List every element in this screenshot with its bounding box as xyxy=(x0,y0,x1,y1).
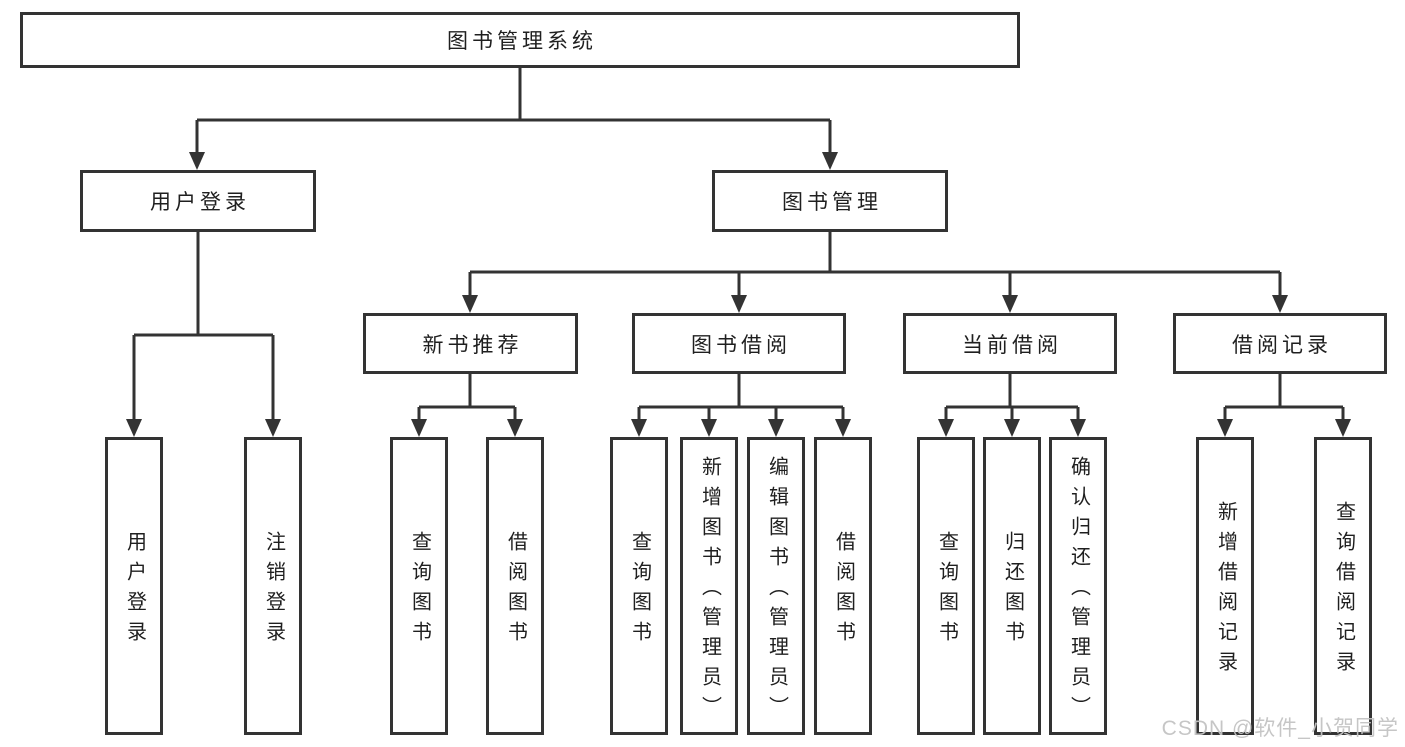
node-user-login: 用户登录 xyxy=(80,170,316,232)
node-book-borrow: 图书借阅 xyxy=(632,313,846,374)
node-leaf-user-login: 用户登录 xyxy=(105,437,163,735)
node-leaf-return-books-label: 归还图书 xyxy=(1001,531,1024,651)
node-borrow-records-label: 借阅记录 xyxy=(1232,333,1332,357)
node-book-management-label: 图书管理 xyxy=(782,191,882,214)
node-leaf-query-books-recommend-label: 查询图书 xyxy=(408,531,431,651)
node-leaf-confirm-return-admin: 确认归还（管理员） xyxy=(1049,437,1107,735)
node-leaf-confirm-return-admin-label: 确认归还（管理员） xyxy=(1067,456,1090,726)
node-root: 图书管理系统 xyxy=(20,12,1020,68)
node-new-book-recommend-label: 新书推荐 xyxy=(422,333,523,357)
node-new-book-recommend: 新书推荐 xyxy=(363,313,578,374)
connector-lines xyxy=(132,68,1345,421)
node-leaf-query-books-borrow: 查询图书 xyxy=(610,437,668,735)
node-leaf-borrow-books-recommend: 借阅图书 xyxy=(486,437,544,735)
node-leaf-borrow-books-recommend-label: 借阅图书 xyxy=(504,531,527,651)
node-leaf-user-login-label: 用户登录 xyxy=(123,531,146,651)
node-current-borrow: 当前借阅 xyxy=(903,313,1117,374)
node-leaf-add-borrow-record-label: 新增借阅记录 xyxy=(1214,501,1237,681)
node-borrow-records: 借阅记录 xyxy=(1173,313,1387,374)
node-leaf-query-books-current: 查询图书 xyxy=(917,437,975,735)
connector-arrowheads xyxy=(126,152,1351,437)
node-leaf-query-books-recommend: 查询图书 xyxy=(390,437,448,735)
node-leaf-logout-label: 注销登录 xyxy=(262,531,285,651)
node-book-borrow-label: 图书借阅 xyxy=(691,333,791,357)
node-user-login-label: 用户登录 xyxy=(150,191,250,214)
node-leaf-add-books-admin: 新增图书（管理员） xyxy=(680,437,738,735)
watermark: CSDN @软件_小贺同学 xyxy=(1161,717,1399,740)
node-leaf-query-borrow-record: 查询借阅记录 xyxy=(1314,437,1372,735)
node-leaf-add-books-admin-label: 新增图书（管理员） xyxy=(698,456,721,726)
node-leaf-query-books-borrow-label: 查询图书 xyxy=(628,531,651,651)
node-leaf-query-books-current-label: 查询图书 xyxy=(935,531,958,651)
node-leaf-query-borrow-record-label: 查询借阅记录 xyxy=(1332,501,1355,681)
node-leaf-return-books: 归还图书 xyxy=(983,437,1041,735)
node-leaf-add-borrow-record: 新增借阅记录 xyxy=(1196,437,1254,735)
node-root-label: 图书管理系统 xyxy=(447,30,597,53)
node-current-borrow-label: 当前借阅 xyxy=(962,333,1062,357)
node-leaf-borrow-books-label: 借阅图书 xyxy=(832,531,855,651)
node-leaf-edit-books-admin: 编辑图书（管理员） xyxy=(747,437,805,735)
node-leaf-edit-books-admin-label: 编辑图书（管理员） xyxy=(765,456,788,726)
node-leaf-borrow-books: 借阅图书 xyxy=(814,437,872,735)
node-leaf-logout: 注销登录 xyxy=(244,437,302,735)
node-book-management: 图书管理 xyxy=(712,170,948,232)
